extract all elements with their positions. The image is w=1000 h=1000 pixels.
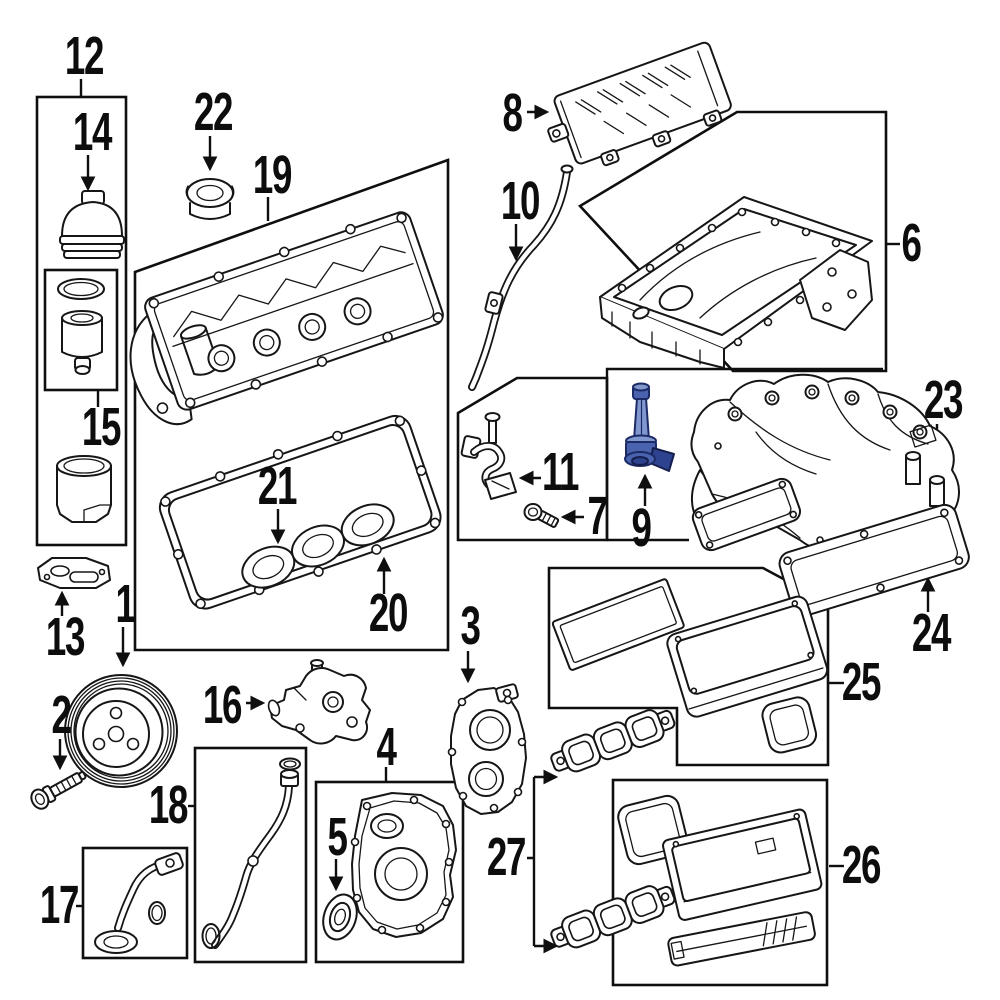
callout-7[interactable]: 7 [587,485,607,546]
callout-1[interactable]: 1 [115,573,135,634]
callout-13[interactable]: 13 [45,606,85,667]
part-6-oil-pan-drawing [599,196,873,369]
callout-14[interactable]: 14 [72,101,112,162]
callout-6[interactable]: 6 [901,212,921,273]
callout-24[interactable]: 24 [911,602,951,663]
part-7-bracket-bolt-drawing [523,503,560,528]
part-4-timing-cover-plate-drawing [350,792,457,938]
callout-4[interactable]: 4 [376,716,396,777]
part-18-oil-filler-tube-drawing [201,757,301,949]
part-5-front-seal-drawing [322,893,358,941]
part-10-dipstick-tube-drawing [468,164,574,391]
callout-9[interactable]: 9 [631,497,651,558]
part-21-port-gaskets-drawing [241,503,395,589]
callout-12[interactable]: 12 [64,25,104,86]
part-22-oil-filler-cap-drawing [185,178,235,220]
callout-21[interactable]: 21 [257,455,297,516]
part-27-exhaust-gasket-top-drawing [550,709,676,773]
callout-bracket-27 [527,777,536,946]
part-16-oil-pump-drawing [267,659,371,745]
part-1-crankshaft-pulley-drawing [64,674,178,788]
group-box-9 [605,367,883,542]
part-17-oil-pickup-tube-drawing [94,852,184,954]
part-14-oil-filter-cap-drawing [59,190,125,259]
callout-25[interactable]: 25 [841,651,881,712]
callout-3[interactable]: 3 [460,595,480,656]
part-19-valve-cover-drawing [129,211,444,425]
callout-11[interactable]: 11 [541,441,579,502]
part-25-engine-cover-kit-drawing [551,578,829,754]
part-2-pulley-bolt-drawing [30,771,87,810]
callout-19[interactable]: 19 [252,144,292,205]
part-15-filter-housing-drawing [56,455,112,523]
part-8-baffle-plate-drawing [547,41,732,167]
callout-15[interactable]: 15 [81,396,121,457]
part-3-front-cover-housing-drawing [447,683,527,815]
part-11-tube-bracket-drawing [460,412,517,500]
callout-27[interactable]: 27 [486,826,526,887]
part-13-adapter-gasket-drawing [37,557,111,589]
callout-23[interactable]: 23 [923,369,963,430]
callout-8[interactable]: 8 [502,82,522,143]
callout-2[interactable]: 2 [51,684,71,745]
callout-10[interactable]: 10 [500,170,540,231]
callout-5[interactable]: 5 [327,806,347,867]
callout-16[interactable]: 16 [202,674,242,735]
part-27-exhaust-gasket-bottom-drawing [550,885,676,949]
callout-26[interactable]: 26 [841,834,881,895]
part-15-filter-element-drawing [57,278,105,375]
callout-20[interactable]: 20 [368,582,408,643]
callout-22[interactable]: 22 [193,81,233,142]
part-9-oil-level-sensor-highlighted[interactable] [624,382,675,472]
part-24-manifold-gasket-a-drawing [691,477,802,552]
callout-17[interactable]: 17 [39,874,79,935]
callout-18[interactable]: 18 [148,774,188,835]
part-20-valve-cover-gasket-drawing [158,414,442,610]
part-26-engine-cover-kit-drawing [617,794,823,967]
